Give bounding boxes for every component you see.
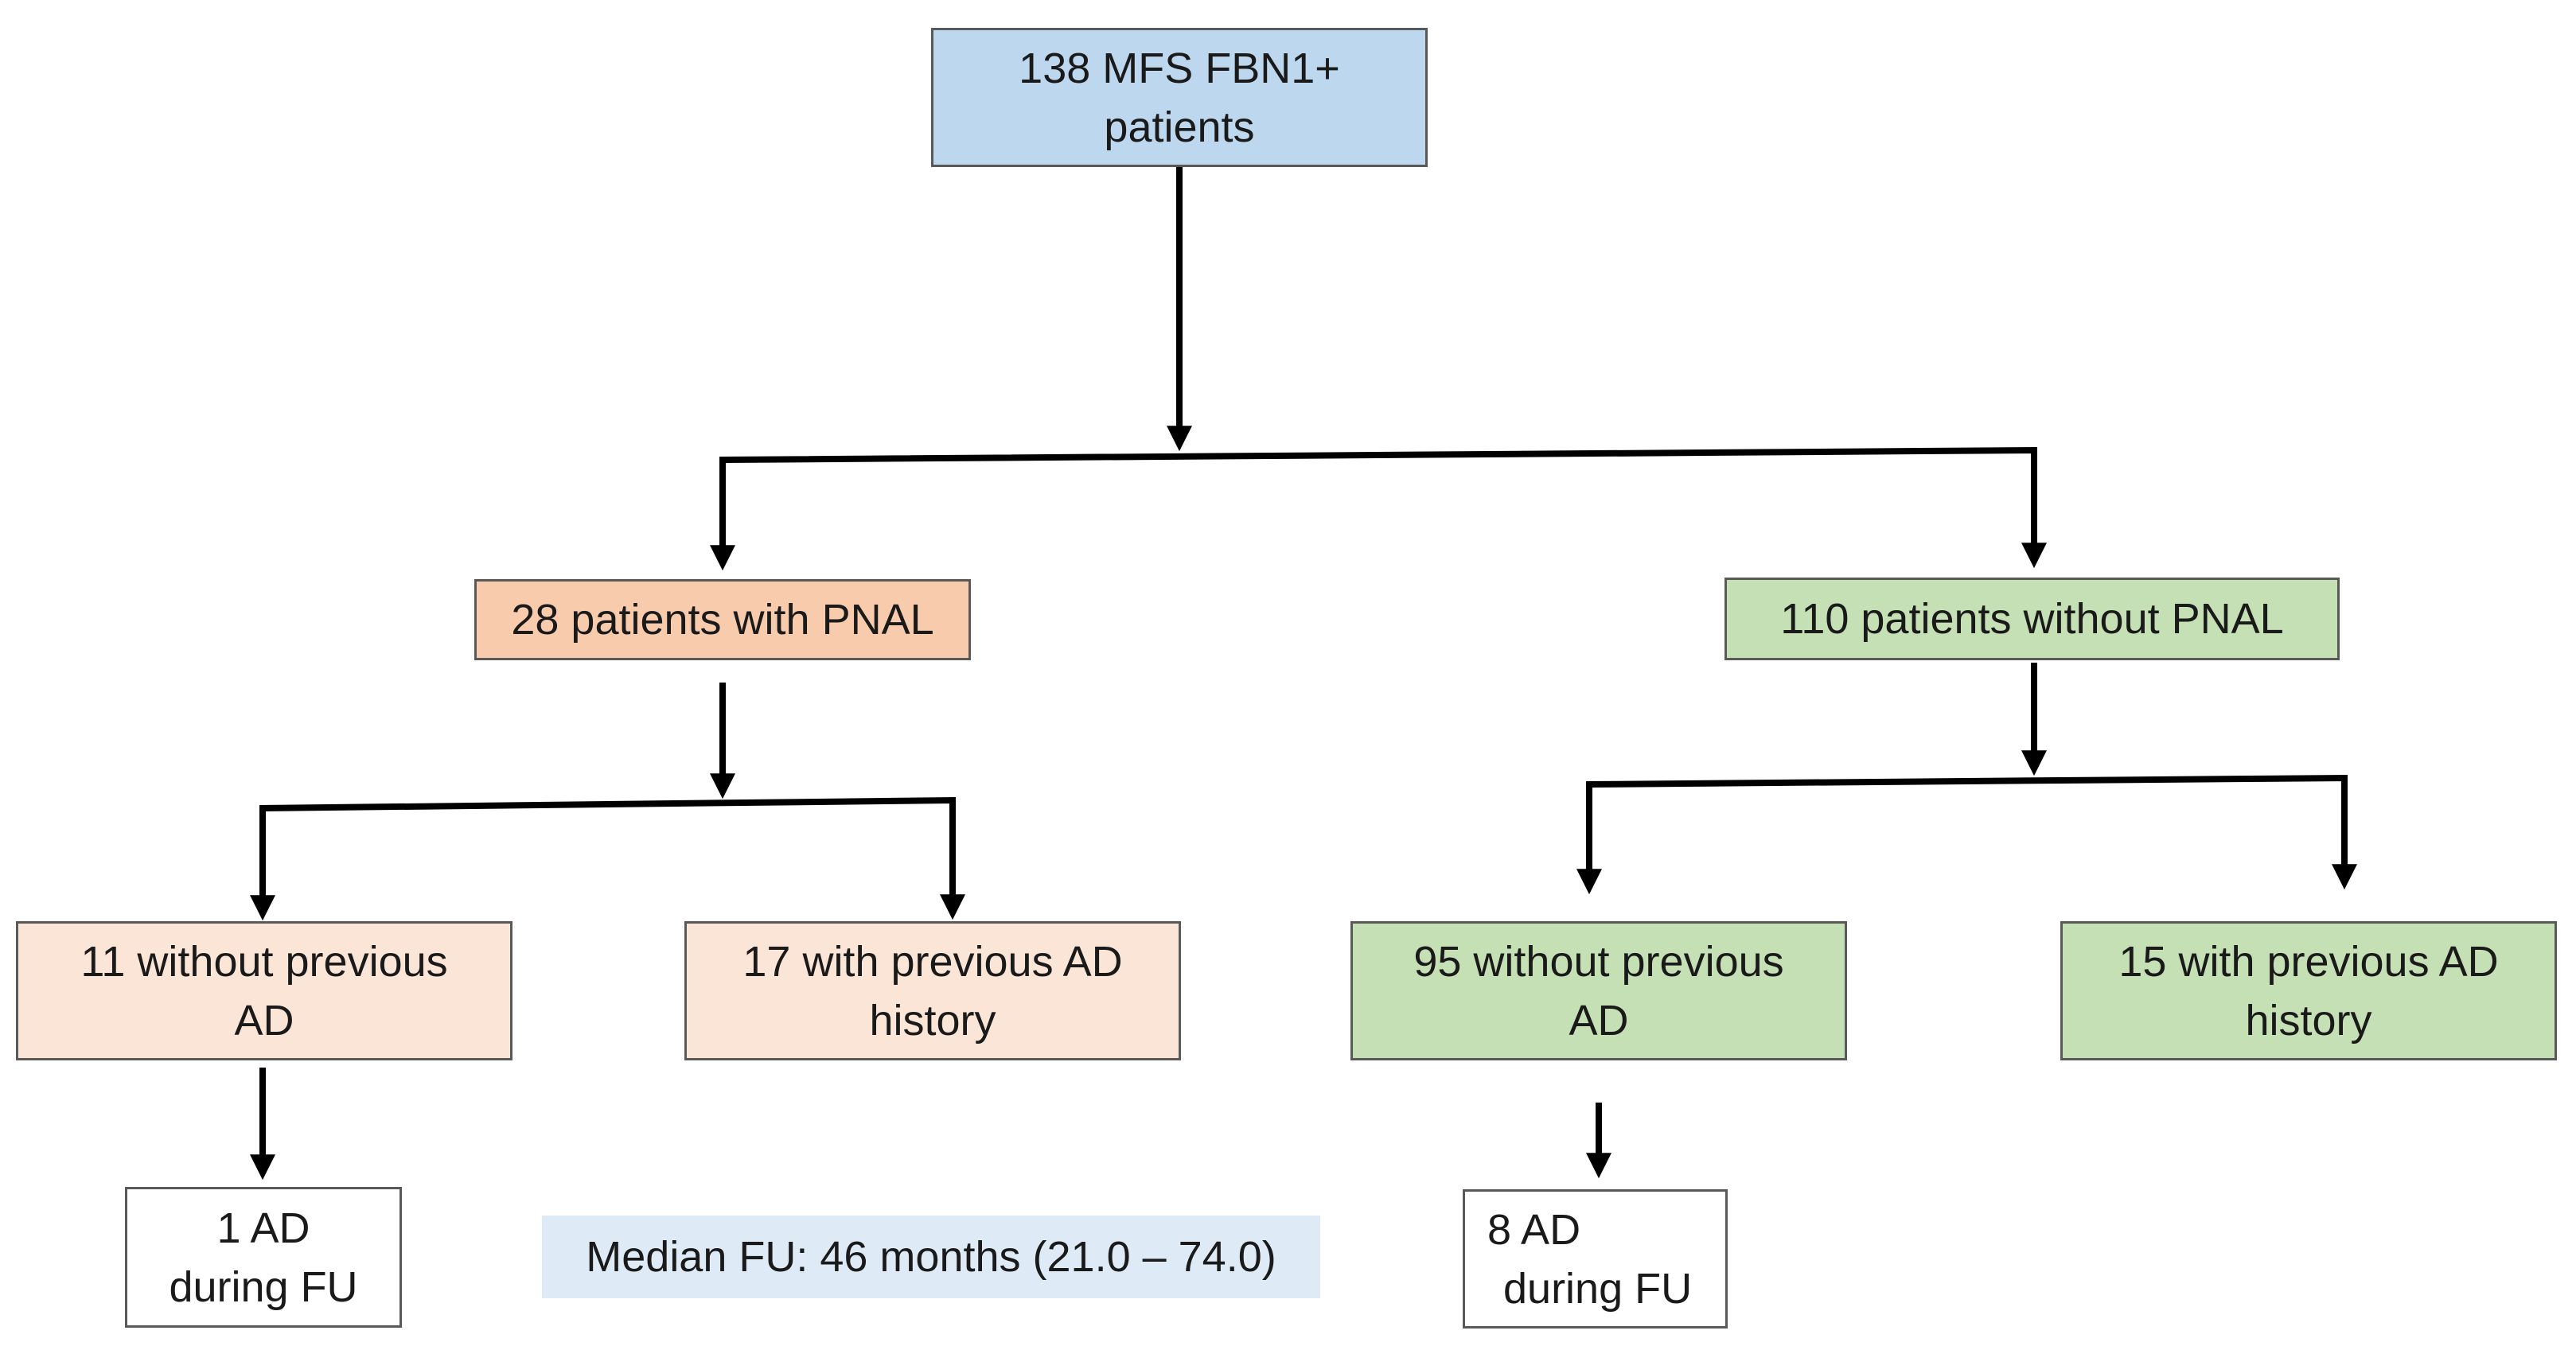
- node-nopnal-ad-during-fu: 8 AD during FU: [1463, 1189, 1728, 1328]
- node-root-line2: patients: [1104, 103, 1255, 151]
- node-nopnal-no-prev-ad-line1: 95 without previous: [1413, 937, 1784, 986]
- node-pnal-no-prev-ad-line2: AD: [234, 996, 294, 1045]
- node-without-pnal: 110 patients without PNAL: [1724, 578, 2340, 660]
- node-nopnal-ad-during-fu-line1: 8 AD: [1487, 1205, 1581, 1254]
- connector-left-split: [259, 796, 956, 912]
- node-nopnal-prev-ad: 15 with previous AD history: [2060, 921, 2557, 1060]
- node-root: 138 MFS FBN1+ patients: [931, 28, 1428, 167]
- node-with-pnal-label: 28 patients with PNAL: [511, 596, 934, 644]
- node-nopnal-prev-ad-line2: history: [2245, 996, 2372, 1045]
- node-pnal-ad-during-fu: 1 AD during FU: [125, 1187, 402, 1328]
- node-without-pnal-label: 110 patients without PNAL: [1780, 595, 2284, 643]
- node-pnal-prev-ad-line1: 17 with previous AD: [742, 937, 1123, 986]
- median-followup-note: Median FU: 46 months (21.0 – 74.0): [542, 1216, 1320, 1298]
- node-pnal-no-prev-ad: 11 without previous AD: [16, 921, 512, 1060]
- connector-top-split: [719, 446, 2037, 562]
- node-pnal-ad-during-fu-line2: during FU: [169, 1262, 358, 1311]
- node-root-line1: 138 MFS FBN1+: [1019, 44, 1340, 92]
- node-nopnal-no-prev-ad-line2: AD: [1569, 996, 1629, 1045]
- node-nopnal-prev-ad-line1: 15 with previous AD: [2118, 937, 2499, 986]
- node-pnal-no-prev-ad-line1: 11 without previous: [80, 937, 448, 986]
- median-followup-text: Median FU: 46 months (21.0 – 74.0): [586, 1233, 1276, 1281]
- node-pnal-prev-ad-line2: history: [869, 996, 996, 1045]
- node-pnal-prev-ad: 17 with previous AD history: [684, 921, 1181, 1060]
- connector-right-split: [1586, 774, 2348, 885]
- node-nopnal-no-prev-ad: 95 without previous AD: [1350, 921, 1847, 1060]
- node-with-pnal: 28 patients with PNAL: [474, 579, 971, 660]
- node-nopnal-ad-during-fu-line2: during FU: [1503, 1264, 1693, 1313]
- node-pnal-ad-during-fu-line1: 1 AD: [216, 1204, 310, 1252]
